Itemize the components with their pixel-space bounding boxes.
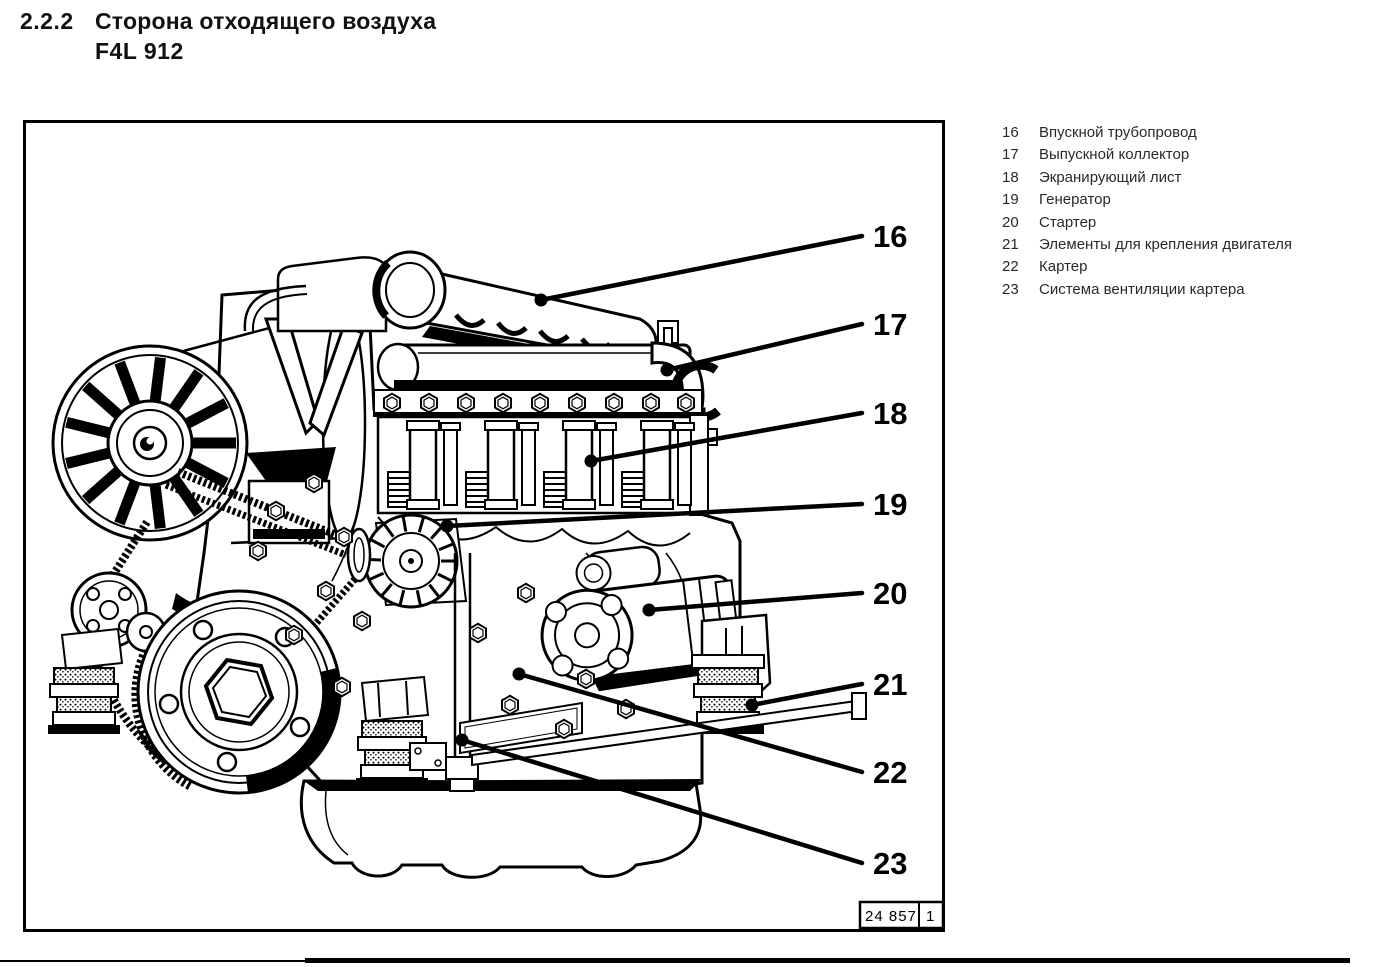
- legend-item: 21 Элементы для крепления двигателя: [1002, 234, 1372, 256]
- legend-item-label: Стартер: [1039, 213, 1097, 231]
- callouts: [440, 233, 865, 866]
- legend-item-label: Экранирующий лист: [1039, 168, 1182, 186]
- callout-number-23: 23: [873, 846, 907, 881]
- legend-item-label: Выпускной коллектор: [1039, 146, 1190, 164]
- legend-item-number: 17: [1002, 146, 1019, 164]
- legend-item-label: Генератор: [1039, 191, 1111, 209]
- callout-number-22: 22: [873, 755, 907, 790]
- figure-code: 24 857: [865, 908, 917, 925]
- legend-item: 18 Экранирующий лист: [1002, 167, 1372, 189]
- model-designation: F4L 912: [95, 38, 184, 64]
- legend-item-number: 16: [1002, 124, 1019, 141]
- figure-legend: 16 Впускной трубопровод 17 Выпускной кол…: [1002, 122, 1372, 301]
- callout-leader-20: [646, 590, 865, 613]
- callout-number-20: 20: [873, 576, 907, 611]
- legend-item-number: 18: [1002, 168, 1019, 186]
- legend-item-number: 21: [1002, 236, 1019, 254]
- legend-item: 22 Картер: [1002, 256, 1372, 278]
- legend-item-label: Впускной трубопровод: [1039, 124, 1197, 141]
- callout-leader-22: [516, 671, 865, 775]
- rocker-row: [373, 389, 703, 417]
- support-rail: [471, 692, 867, 767]
- fan-shroud: [175, 305, 367, 545]
- generator: [346, 513, 468, 609]
- exhaust-manifold: [376, 320, 721, 446]
- engine-diagram: 16 17 18 19 20 21 22 23 24 857 1: [47, 219, 942, 929]
- legend-item-number: 23: [1002, 280, 1019, 298]
- legend-item: 20 Стартер: [1002, 212, 1372, 234]
- idler-pulleys: [70, 571, 167, 653]
- id-plates: [409, 701, 583, 771]
- legend-item-number: 22: [1002, 258, 1019, 276]
- cylinders: [387, 420, 695, 510]
- section-number: 2.2.2: [20, 8, 74, 34]
- crankshaft-pulley: [136, 589, 342, 795]
- callout-number-16: 16: [873, 219, 907, 254]
- callout-leader-21: [749, 681, 865, 708]
- callout-number-21: 21: [873, 667, 907, 702]
- figure-sheet: 1: [926, 908, 935, 925]
- figure-frame: 16 17 18 19 20 21 22 23 24 857 1: [23, 120, 945, 932]
- legend-item-label: Элементы для крепления двигателя: [1039, 236, 1293, 254]
- engine-art: [47, 250, 867, 879]
- legend-item: 17 Выпускной коллектор: [1002, 144, 1372, 166]
- legend-item: 19 Генератор: [1002, 189, 1372, 211]
- legend-item: 16 Впускной трубопровод: [1002, 122, 1372, 144]
- callout-leader-16: [538, 233, 865, 303]
- callout-leader-19: [444, 501, 865, 529]
- callout-leader-18: [588, 410, 865, 464]
- page-title: Сторона отходящего воздуха: [95, 8, 437, 34]
- engine-mount-mid: [355, 675, 430, 788]
- legend-item-number: 20: [1002, 213, 1019, 231]
- engine-mount-left: [47, 627, 124, 735]
- footer-rule-thick: [305, 958, 1350, 963]
- callout-number-17: 17: [873, 307, 907, 342]
- callout-leader-17: [664, 321, 865, 373]
- callout-number-19: 19: [873, 487, 907, 522]
- figure-code-box: 24 857 1: [858, 900, 942, 929]
- legend-item: 23 Система вентиляции картера: [1002, 279, 1372, 301]
- callout-number-18: 18: [873, 396, 907, 431]
- legend-item-number: 19: [1002, 191, 1019, 209]
- legend-item-label: Система вентиляции картера: [1039, 280, 1245, 298]
- footer-rule-thin: [0, 960, 305, 962]
- callout-leader-23: [459, 737, 865, 866]
- engine-mount-right: [691, 613, 772, 735]
- cooling-fan: [51, 344, 249, 542]
- legend-item-label: Картер: [1039, 258, 1088, 276]
